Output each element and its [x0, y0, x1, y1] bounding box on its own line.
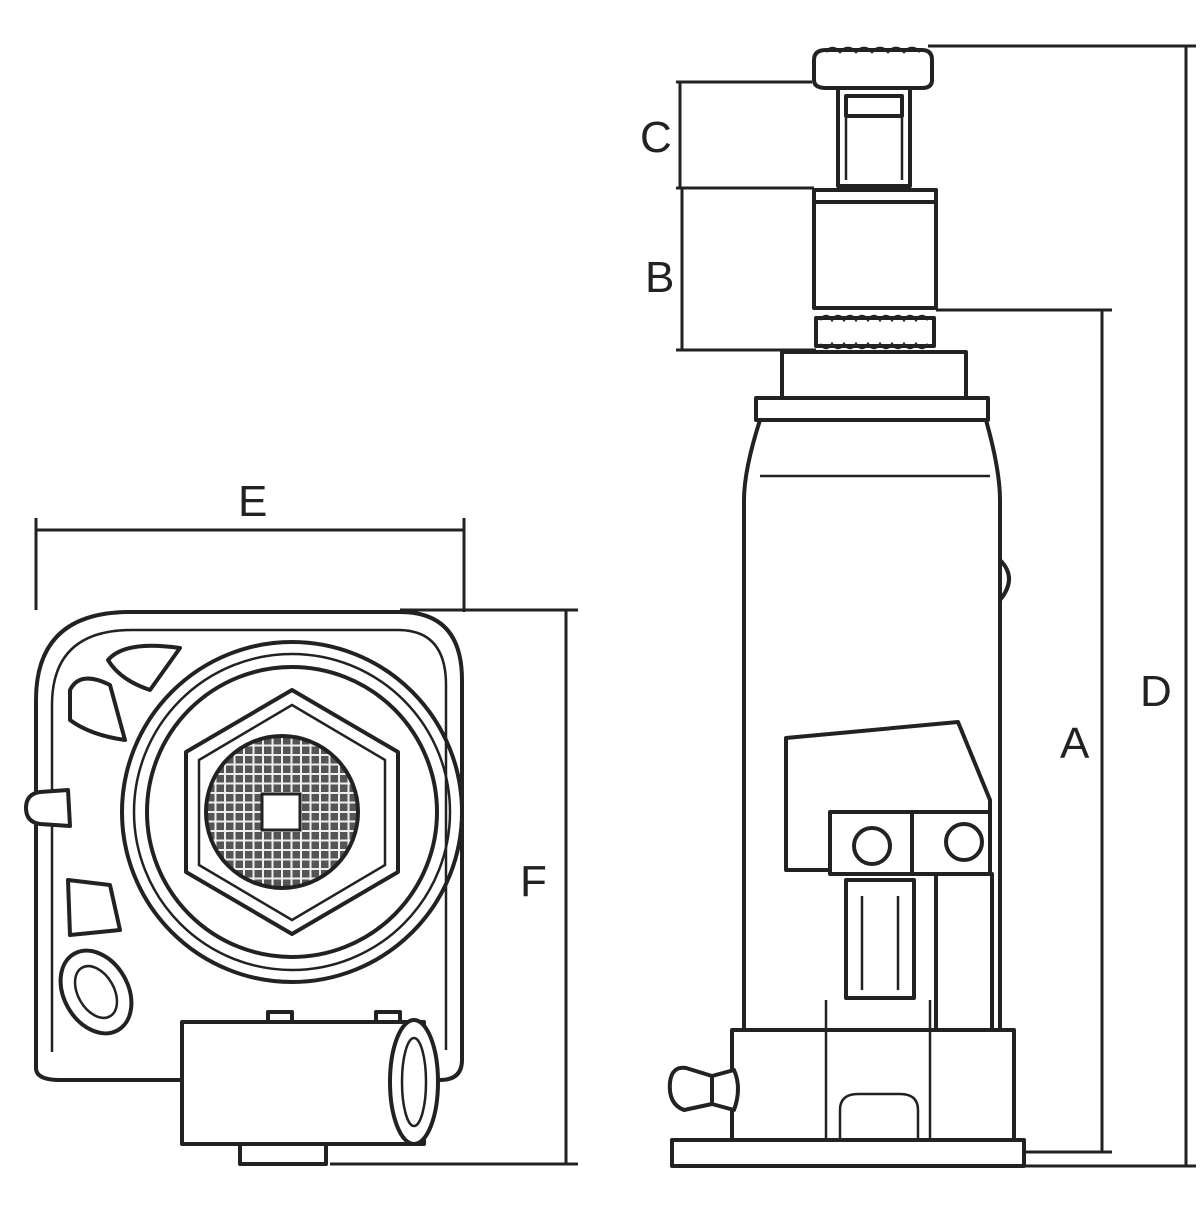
dimension-c: C	[640, 80, 814, 190]
extension-screw	[836, 86, 912, 188]
release-valve	[24, 788, 72, 828]
label-a: A	[1060, 719, 1090, 768]
base-casting	[730, 1028, 1016, 1142]
cylinder-outer-ring	[120, 640, 464, 984]
handle-socket-end-inner	[400, 1036, 428, 1128]
cylinder-ring-3	[145, 665, 439, 959]
top-view-rib-lower	[66, 878, 122, 937]
side-bolt	[998, 558, 1011, 602]
dimension-a: A	[936, 308, 1112, 1154]
label-e: E	[238, 477, 267, 526]
base-plate	[670, 1138, 1026, 1168]
ram-top-band	[812, 188, 938, 204]
label-c: C	[640, 113, 672, 162]
pump-piston	[844, 878, 916, 1000]
release-valve-side	[710, 1068, 740, 1112]
ram	[812, 188, 938, 310]
top-view-base-inner	[50, 628, 448, 1052]
screw-cap	[812, 48, 934, 90]
dimension-e: E	[34, 477, 466, 612]
top-view-rib-left	[68, 676, 127, 742]
base-web	[838, 1092, 920, 1140]
hex-nut-inner	[197, 703, 387, 922]
top-view-base-outline	[34, 610, 464, 1082]
hex-nut	[184, 688, 400, 936]
top-nut	[780, 350, 968, 400]
handle-tab-2	[374, 1010, 402, 1024]
label-d: D	[1140, 667, 1172, 716]
release-valve-knob	[667, 1065, 714, 1112]
flange	[754, 396, 990, 422]
handle-socket-end	[388, 1018, 440, 1146]
handle-tab-1	[266, 1010, 294, 1024]
dimension-b: B	[645, 188, 816, 352]
saddle-center-square	[260, 792, 302, 832]
screw-neck	[844, 94, 904, 118]
ram-ring	[814, 316, 936, 348]
pump-plug	[58, 948, 134, 1036]
label-b: B	[645, 253, 674, 302]
pivot-pin-left	[852, 826, 892, 866]
pivot-pin-right	[944, 822, 984, 862]
screw-cap-knurl	[825, 46, 921, 54]
side-view	[667, 46, 1026, 1168]
dimension-f: F	[330, 608, 578, 1166]
label-f: F	[520, 857, 547, 906]
pump-plug-inner	[73, 964, 119, 1020]
cylinder-ring-2	[132, 652, 452, 972]
top-view	[24, 610, 464, 1166]
handle-socket-foot	[238, 1142, 328, 1166]
handle-socket	[180, 1020, 426, 1146]
top-view-rib-top	[106, 643, 182, 692]
dimension-d: D	[928, 44, 1196, 1168]
